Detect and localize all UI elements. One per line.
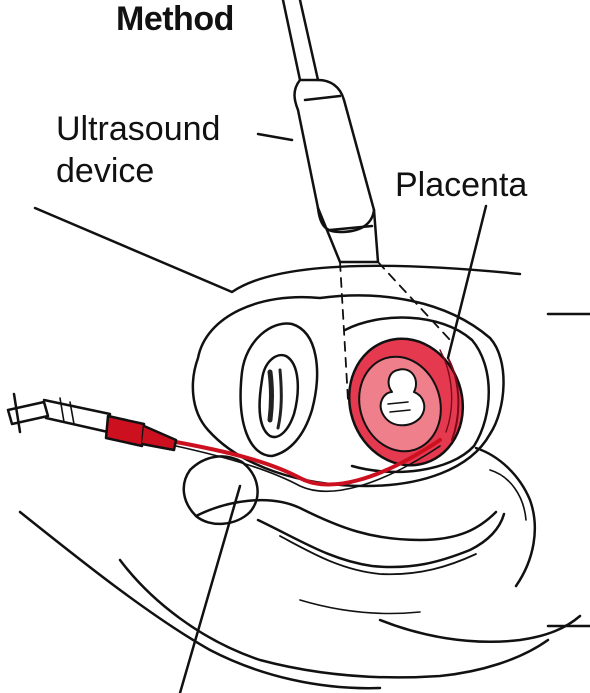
ultrasound-label-line1: Ultrasound	[56, 110, 220, 149]
lower-leader-line	[180, 486, 240, 693]
placenta-label: Placenta	[395, 166, 527, 205]
ultrasound-label-line2: device	[56, 152, 154, 191]
rectum-inner	[280, 536, 476, 574]
rectum	[258, 514, 504, 567]
cervix	[184, 456, 258, 523]
syringe-icon	[8, 394, 176, 450]
thigh-outline	[120, 560, 548, 677]
abdomen-outline	[35, 208, 520, 292]
buttock-outline	[380, 616, 580, 642]
ultrasound-leader-line	[258, 134, 292, 140]
pelvic-floor	[300, 600, 420, 614]
lower-abdomen	[20, 512, 380, 688]
ultrasound-probe-icon	[283, 0, 378, 262]
placenta	[333, 324, 479, 480]
figure-title: Method	[116, 0, 234, 39]
